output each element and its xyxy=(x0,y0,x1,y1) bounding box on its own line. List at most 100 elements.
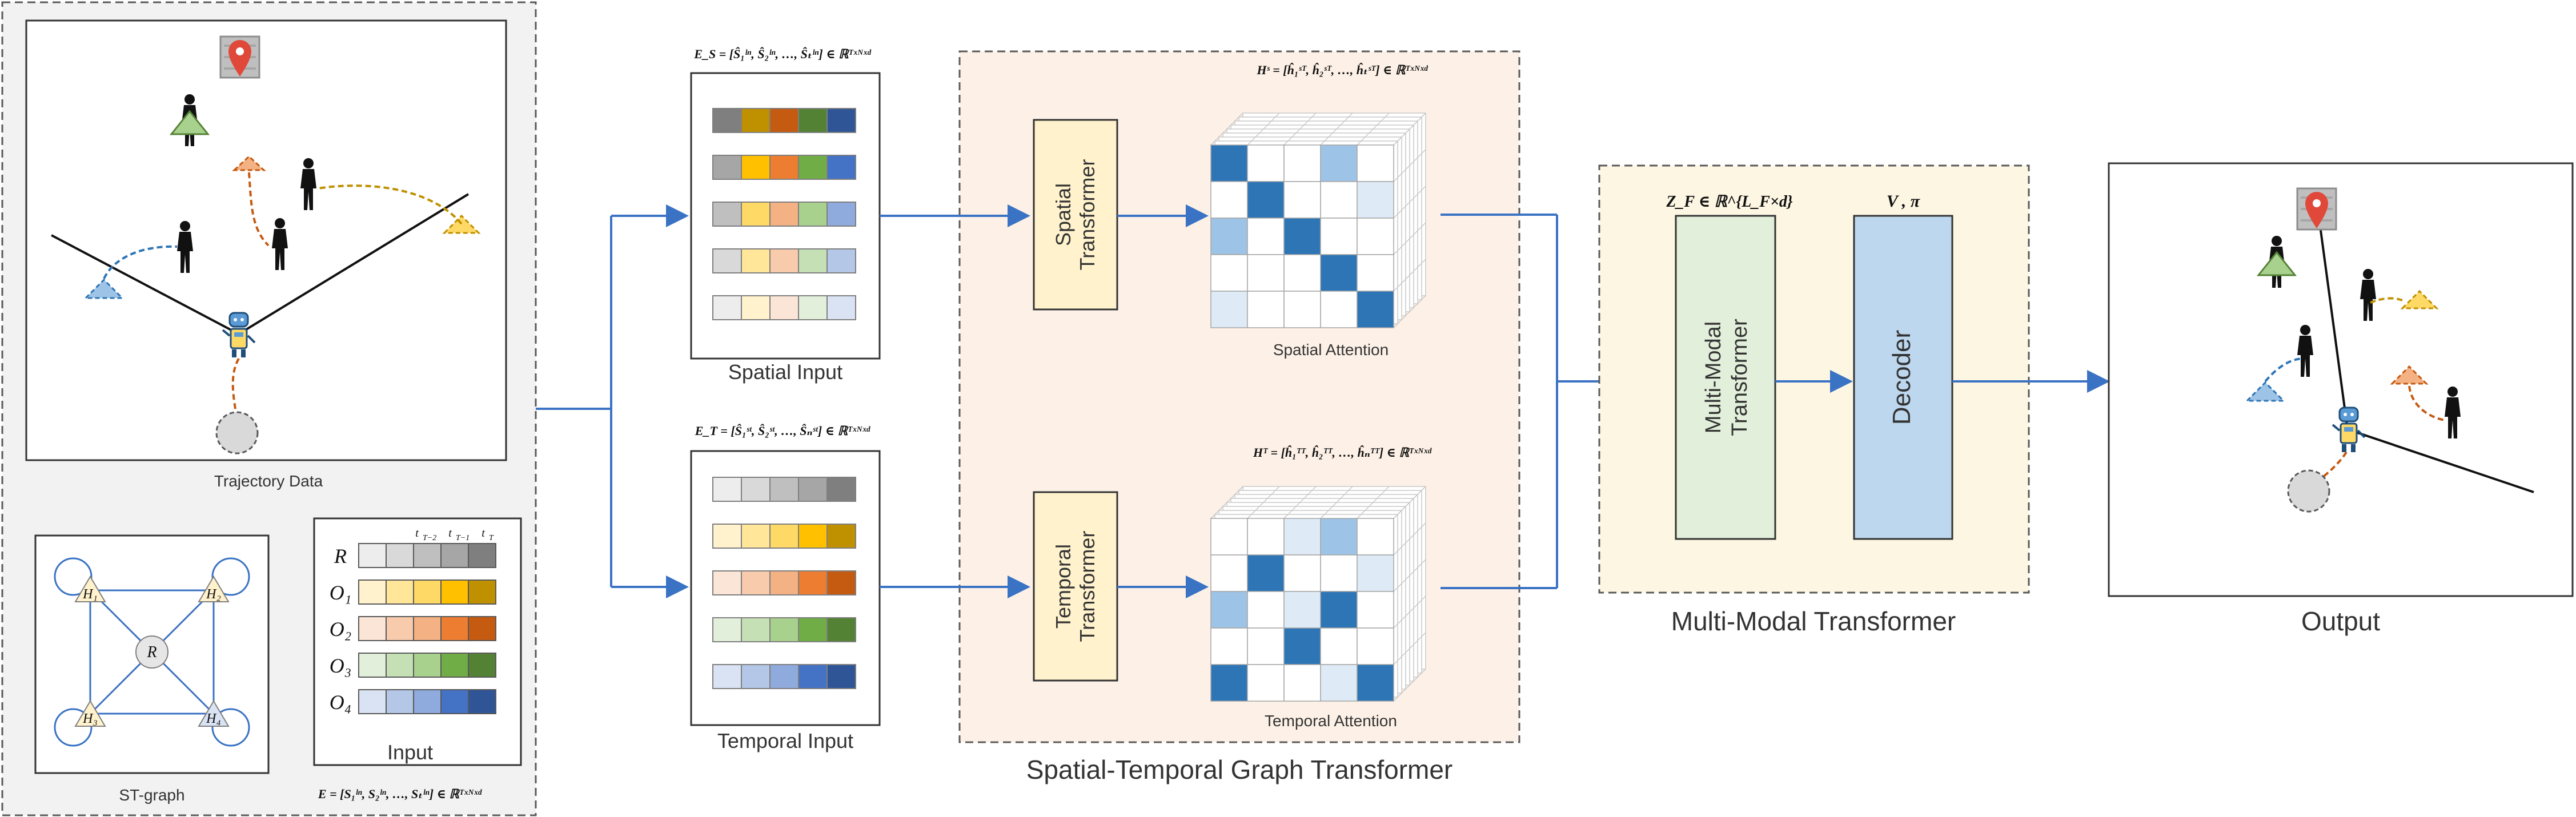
svg-text:Decoder: Decoder xyxy=(1888,330,1916,425)
attention-cell xyxy=(1247,554,1285,592)
temporal-cell xyxy=(826,664,856,689)
attention-cell xyxy=(1283,254,1321,292)
svg-text:T−2: T−2 xyxy=(423,534,436,542)
goal-triangle-blue-icon xyxy=(83,278,125,299)
input-cell xyxy=(386,689,414,714)
spatial-cell xyxy=(741,108,771,133)
formula-ht: Hᵀ = [ĥ₁ᵀᵀ, ĥ₂ᵀᵀ, …, ĥₙᵀᵀ] ∈ ℝᵀˣᴺˣᵈ xyxy=(1253,445,1432,460)
attention-cell xyxy=(1210,591,1248,629)
temporal-input-rows xyxy=(712,477,856,689)
svg-text:Spatial: Spatial xyxy=(1052,183,1075,246)
temporal-cell xyxy=(798,617,828,642)
temporal-cell xyxy=(712,617,742,642)
temporal-cell xyxy=(826,477,856,502)
attention-cell xyxy=(1357,664,1394,702)
spatial-cell xyxy=(826,295,856,320)
spatial-cell xyxy=(741,155,771,180)
attention-cell xyxy=(1210,291,1248,328)
spatial-cell xyxy=(826,155,856,180)
attention-cell xyxy=(1357,144,1394,182)
input-row-label: R xyxy=(334,545,347,568)
temporal-input-caption: Temporal Input xyxy=(717,729,853,752)
attention-cell xyxy=(1357,181,1394,219)
attention-cell xyxy=(1247,254,1285,292)
attention-cell xyxy=(1283,664,1321,702)
spatial-cell xyxy=(712,155,742,180)
svg-text:Transformer: Transformer xyxy=(1076,159,1099,271)
temporal-cell xyxy=(769,664,799,689)
attention-cell xyxy=(1210,518,1248,556)
st-graph-node-h3: H₃ xyxy=(74,700,106,727)
output-robot-goal-circle xyxy=(2287,469,2330,513)
svg-text:t: t xyxy=(448,527,452,540)
input-cell xyxy=(386,579,414,605)
output-view-line-1 xyxy=(2319,226,2349,430)
input-cell xyxy=(386,543,414,568)
attention-cell xyxy=(1210,554,1248,592)
attention-cell xyxy=(1283,591,1321,629)
goal-triangle-yellow-icon xyxy=(442,214,481,234)
attention-cell xyxy=(1247,664,1285,702)
spatial-attention-cube xyxy=(1210,112,1426,328)
attention-cell xyxy=(1247,291,1285,328)
mmt-title: Multi-Modal Transformer xyxy=(1671,606,1956,636)
attention-cell xyxy=(1283,218,1321,255)
svg-text:Multi-Modal: Multi-Modal xyxy=(1702,321,1726,433)
spatial-cell xyxy=(826,108,856,133)
input-cell xyxy=(358,616,387,641)
temporal-cell xyxy=(769,524,799,549)
temporal-cell xyxy=(712,664,742,689)
spatial-cell xyxy=(769,108,799,133)
svg-text:H₂: H₂ xyxy=(206,587,221,602)
spatial-cell xyxy=(826,248,856,273)
input-cell xyxy=(440,616,469,641)
temporal-cell xyxy=(769,617,799,642)
multimodal-transformer-block: Multi-Modal Transformer xyxy=(1675,215,1776,540)
temporal-transformer-block: Temporal Transformer xyxy=(1033,491,1118,682)
input-cell xyxy=(358,653,387,678)
attention-cell xyxy=(1283,181,1321,219)
formula-e: E = [S₁ˡⁿ, S₂ˡⁿ, …, Sₜˡⁿ] ∈ ℝᵀˣᴺˣᵈ xyxy=(318,787,483,801)
svg-text:R: R xyxy=(146,643,157,661)
decoder-block: Decoder xyxy=(1853,215,1953,540)
temporal-cell xyxy=(826,524,856,549)
spatial-cell xyxy=(798,108,828,133)
temporal-cell xyxy=(741,524,771,549)
attention-cell xyxy=(1210,254,1248,292)
spatial-cell xyxy=(712,248,742,273)
svg-text:H₁: H₁ xyxy=(82,587,98,602)
spatial-cell xyxy=(798,202,828,227)
input-caption: Input xyxy=(387,740,433,764)
spatial-cell xyxy=(769,202,799,227)
goal-pin-icon xyxy=(219,35,260,79)
spatial-cell xyxy=(769,295,799,320)
robot-view-left-line xyxy=(51,234,239,335)
input-cell xyxy=(440,653,469,678)
st-graph-node-h4: H₄ xyxy=(198,700,230,727)
input-cell xyxy=(468,579,496,605)
input-row-label: O₄ xyxy=(330,691,352,714)
spatial-cell xyxy=(769,155,799,180)
svg-text:Transformer: Transformer xyxy=(1076,531,1099,642)
attention-cell xyxy=(1357,554,1394,592)
spatial-input-caption: Spatial Input xyxy=(728,360,842,384)
input-cell xyxy=(468,543,496,568)
robot-view-right-line xyxy=(238,193,470,335)
spatial-cell xyxy=(712,202,742,227)
input-cell xyxy=(440,579,469,605)
spatial-cell xyxy=(769,248,799,273)
temporal-cell xyxy=(712,524,742,549)
svg-text:t: t xyxy=(415,527,419,540)
robot-goal-circle xyxy=(215,411,259,454)
svg-text:Transformer: Transformer xyxy=(1728,319,1752,436)
temporal-cell xyxy=(769,477,799,502)
attention-cell xyxy=(1283,144,1321,182)
input-row-label: O₃ xyxy=(330,654,352,677)
attention-cell xyxy=(1320,518,1358,556)
input-cell xyxy=(413,653,442,678)
spatial-cell xyxy=(798,248,828,273)
attention-cell xyxy=(1320,591,1358,629)
